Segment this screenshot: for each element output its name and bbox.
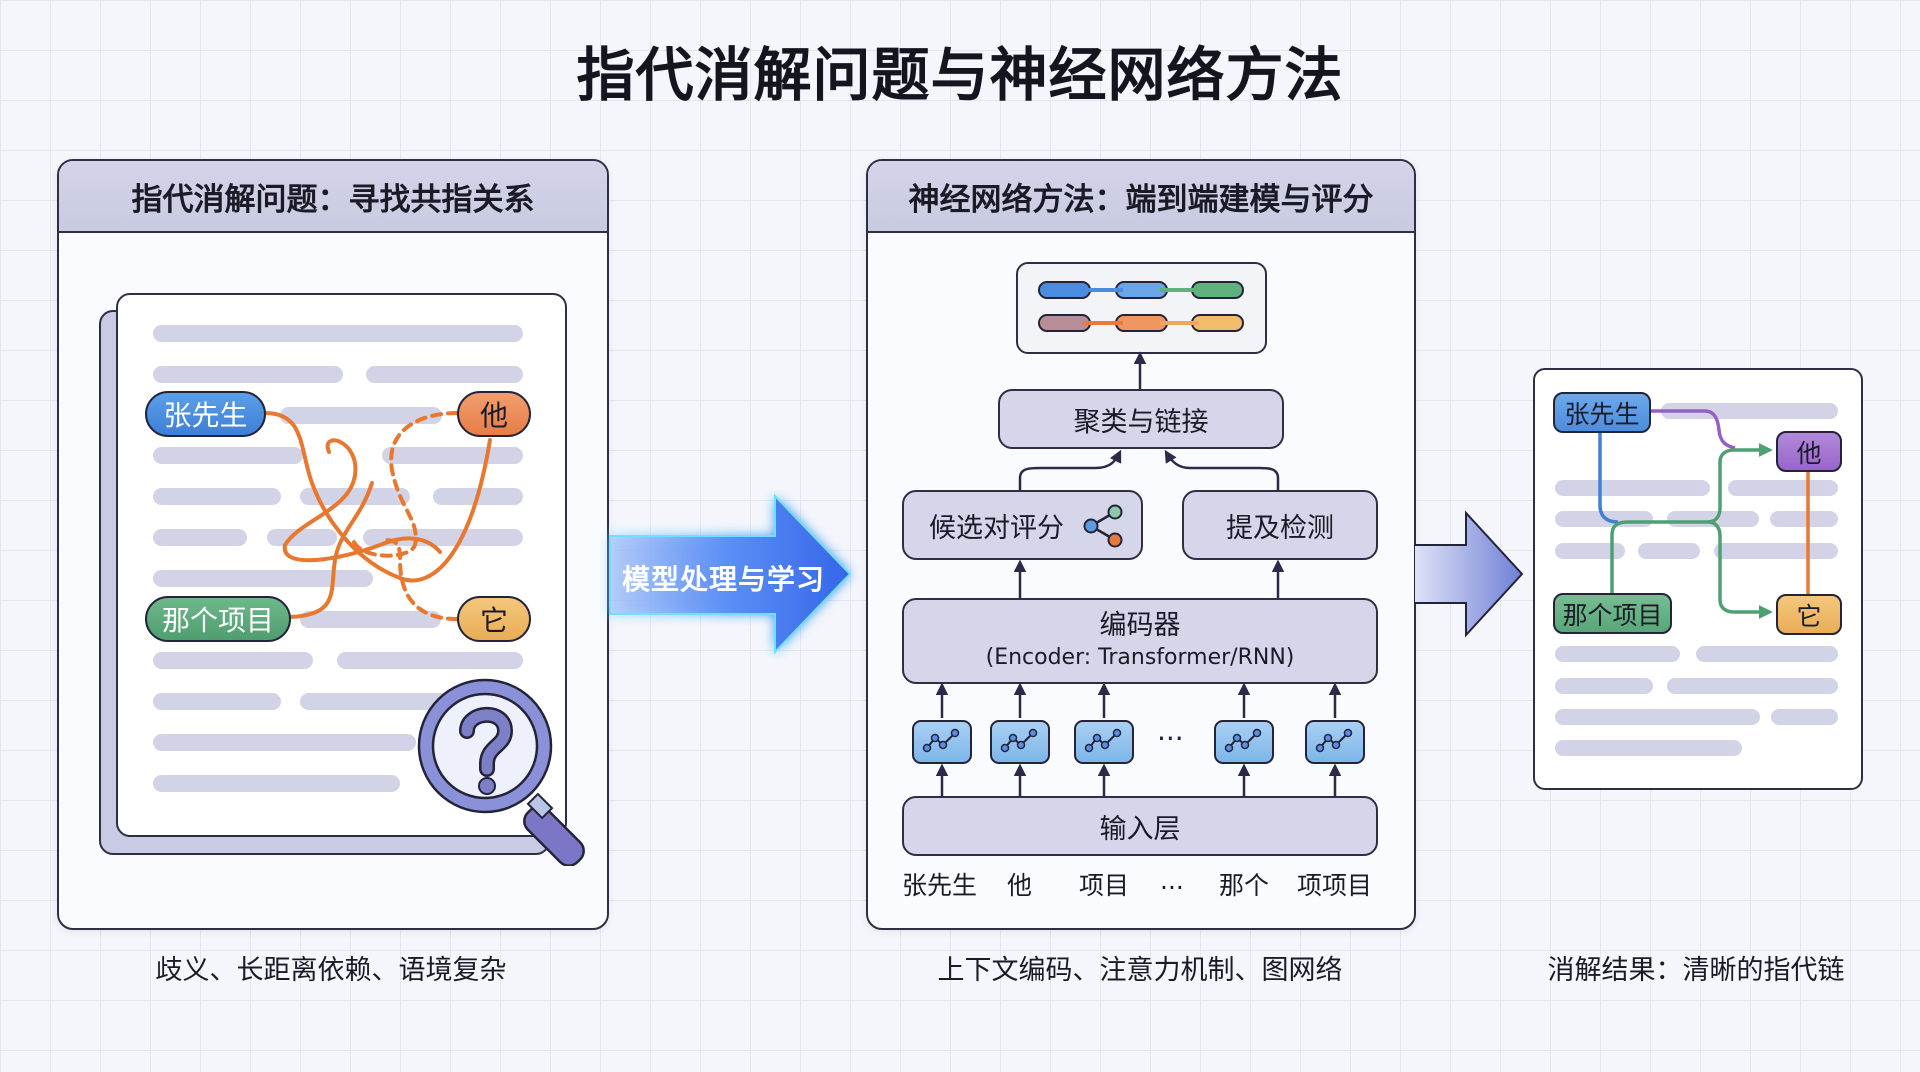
token-label: 他 <box>1007 871 1033 900</box>
mention-ta-it: 它 <box>457 596 531 642</box>
result-tag-label: 那个项目 <box>1562 600 1663 630</box>
embedding-wave-icon <box>912 720 972 764</box>
token-ellipsis: ··· <box>1157 722 1184 755</box>
left-caption: 歧义、长距离依赖、语境复杂 <box>155 955 507 986</box>
left-panel-header: 指代消解问题：寻找共指关系 <box>59 161 607 233</box>
result-tag-ta-it: 它 <box>1776 594 1842 635</box>
input-layer-box: 输入层 <box>902 796 1378 856</box>
mention-label: 那个项目 <box>161 604 274 637</box>
token-label: ... <box>1160 866 1184 895</box>
mention-detection-label: 提及检测 <box>1226 512 1334 544</box>
encoder-subtitle: (Encoder: Transformer/RNN) <box>985 645 1295 670</box>
process-arrow-label: 模型处理与学习 <box>622 563 826 596</box>
token-label: 那个 <box>1219 871 1270 900</box>
encoder-box: 编码器 (Encoder: Transformer/RNN) <box>902 598 1378 684</box>
token-label: 项项目 <box>1297 871 1373 900</box>
mention-label: 张先生 <box>163 399 248 432</box>
result-arrow-icon <box>1414 510 1524 638</box>
process-arrow-icon <box>609 493 852 655</box>
question-magnifier-icon <box>417 678 585 866</box>
result-tag-label: 张先生 <box>1564 399 1640 429</box>
mention-zhang-xiansheng: 张先生 <box>145 391 266 437</box>
encoder-title: 编码器 <box>1099 610 1181 641</box>
result-tag-nage-xiangmu: 那个项目 <box>1553 593 1672 634</box>
mention-ta-he: 他 <box>457 391 531 437</box>
mention-label: 他 <box>479 399 508 432</box>
token-label: 项目 <box>1079 871 1130 900</box>
right-caption: 消解结果：清晰的指代链 <box>1547 955 1845 986</box>
share-graph-icon <box>1083 504 1123 548</box>
result-tag-label: 它 <box>1796 601 1822 631</box>
token-label: 张先生 <box>902 871 978 900</box>
pair-scoring-box: 候选对评分 <box>902 490 1143 560</box>
mention-label: 它 <box>479 604 508 637</box>
input-layer-label: 输入层 <box>1099 813 1181 845</box>
middle-caption: 上下文编码、注意力机制、图网络 <box>937 955 1343 986</box>
pair-scoring-label: 候选对评分 <box>929 512 1064 544</box>
middle-panel-header: 神经网络方法：端到端建模与评分 <box>868 161 1414 233</box>
result-tag-zhang-xiansheng: 张先生 <box>1553 392 1651 433</box>
linked-chains-icon <box>1038 281 1244 332</box>
mention-nage-xiangmu: 那个项目 <box>145 596 291 642</box>
mention-detection-box: 提及检测 <box>1182 490 1378 560</box>
cluster-link-label: 聚类与链接 <box>1073 406 1209 438</box>
result-tag-label: 他 <box>1796 438 1822 468</box>
result-tag-ta-he: 他 <box>1776 431 1842 472</box>
page-title: 指代消解问题与神经网络方法 <box>576 41 1344 109</box>
cluster-link-box: 聚类与链接 <box>998 389 1284 449</box>
